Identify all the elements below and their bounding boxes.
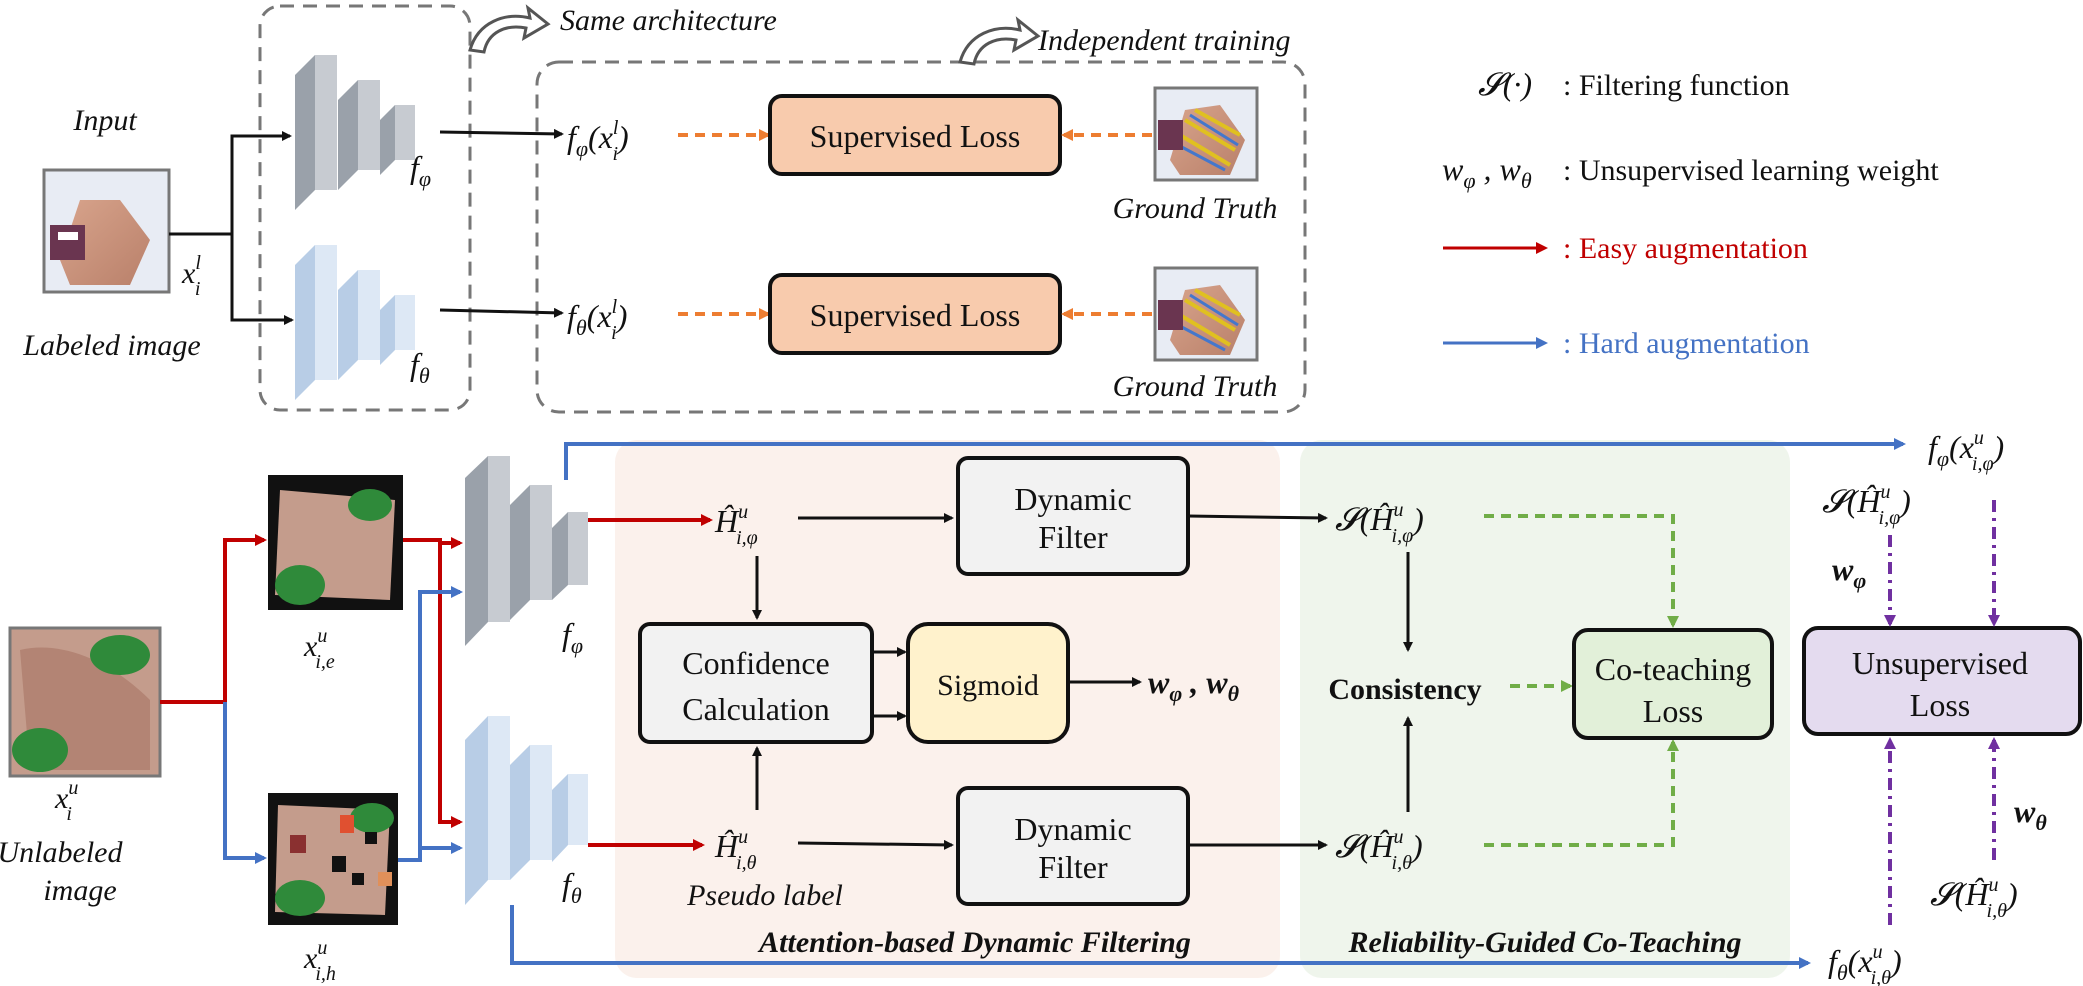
legend-easy-aug: : Easy augmentation	[1563, 232, 1808, 265]
unsupervised-text-1: Unsupervised	[1852, 645, 2028, 681]
confidence-text-2: Calculation	[682, 691, 830, 727]
supervised-loss-top-text: Supervised Loss	[810, 118, 1021, 154]
unlabeled-image-label-2: image	[43, 874, 116, 907]
green-dashed-phi-path	[1484, 514, 1679, 628]
f-theta-output-arrow	[439, 307, 564, 318]
filter-top-output-arrow	[1187, 512, 1328, 523]
curved-arrow-icon	[468, 4, 551, 54]
independent-training-label: Independent training	[1037, 24, 1290, 57]
labeled-split-line	[230, 234, 294, 325]
hard-aug-path	[223, 702, 267, 864]
weights-output-label: wφ , wθ	[1148, 664, 1240, 706]
legend-unsup-weight: : Unsupervised learning weight	[1563, 154, 1939, 187]
h-theta-to-filter-arrow	[797, 839, 954, 850]
unsup-w-phi-label: wφ	[1832, 551, 1866, 593]
curved-arrow-icon	[958, 16, 1041, 66]
easy-augmented-image	[268, 475, 403, 610]
hard-to-f-phi-arrow	[418, 586, 463, 860]
confidence-calculation-box	[638, 622, 874, 744]
section-rgct-background	[1300, 440, 1790, 978]
same-architecture-label: Same architecture	[560, 4, 777, 37]
f-theta-bottom-label: fθ	[562, 866, 582, 908]
dynamic-filter-bottom-text-2: Filter	[1038, 849, 1108, 885]
f-phi-bottom-label: fφ	[562, 616, 583, 658]
unsup-w-theta-label: wθ	[2014, 793, 2047, 835]
ground-truth-image-top	[1153, 86, 1259, 182]
unlabeled-image	[8, 626, 162, 778]
hard-augmented-image	[268, 793, 398, 925]
network-f-theta-bottom	[465, 716, 588, 905]
shared-arch-dashed-box	[258, 4, 472, 412]
pseudo-label-text: Pseudo label	[686, 879, 843, 912]
f-phi-long-output-arrow	[564, 438, 1906, 480]
sigmoid-text: Sigmoid	[937, 669, 1039, 702]
easy-to-f-phi-arrow	[403, 537, 463, 549]
labeled-image	[42, 168, 171, 294]
supervised-loss-top-box	[768, 94, 1062, 176]
unsupervised-text-2: Loss	[1910, 687, 1970, 723]
legend-s-symbol: 𝓢(·)	[1478, 66, 1532, 102]
confidence-text-1: Confidence	[682, 645, 830, 681]
legend-hard-aug: : Hard augmentation	[1563, 327, 1810, 360]
network-f-phi-top	[295, 55, 415, 210]
consistency-text: Consistency	[1328, 673, 1481, 706]
supervised-loss-bottom-box	[768, 273, 1062, 355]
input-label: Input	[72, 104, 137, 137]
network-f-theta-top	[295, 245, 415, 400]
unlabeled-image-label-1: Unlabeled	[0, 836, 123, 869]
ground-truth-top-label: Ground Truth	[1113, 192, 1278, 225]
coteaching-text-2: Loss	[1643, 693, 1703, 729]
unsupervised-loss-box	[1802, 626, 2082, 736]
section-adf-label: Attention-based Dynamic Filtering	[757, 926, 1191, 959]
easy-aug-path	[160, 534, 267, 704]
section-rgct-label: Reliability-Guided Co-Teaching	[1347, 926, 1741, 959]
hard-to-f-theta-arrow	[398, 842, 463, 862]
green-dashed-theta-path	[1484, 739, 1679, 847]
f-theta-long-output-arrow	[510, 905, 1811, 969]
f-theta-label: fθ	[410, 346, 430, 388]
coteaching-loss-box	[1572, 628, 1774, 740]
f-phi-output-arrow	[439, 128, 564, 139]
independent-training-dashed-box	[535, 60, 1307, 414]
f-phi-label: fφ	[410, 149, 431, 191]
dynamic-filter-top-text-1: Dynamic	[1014, 481, 1131, 517]
network-f-phi-bottom	[465, 456, 588, 646]
labeled-split-line	[169, 131, 292, 236]
dynamic-filter-bottom-text-1: Dynamic	[1014, 811, 1131, 847]
dynamic-filter-top-text-2: Filter	[1038, 519, 1108, 555]
coteaching-text-1: Co-teaching	[1595, 651, 1751, 687]
legend-w-symbols: wφ , wθ	[1442, 151, 1532, 193]
ground-truth-bottom-label: Ground Truth	[1113, 370, 1278, 403]
supervised-loss-bottom-text: Supervised Loss	[810, 297, 1021, 333]
labeled-image-label: Labeled image	[22, 329, 200, 362]
legend-filtering-function: : Filtering function	[1563, 69, 1790, 102]
easy-to-f-theta-arrow	[438, 540, 463, 828]
ground-truth-image-bottom	[1153, 266, 1259, 362]
